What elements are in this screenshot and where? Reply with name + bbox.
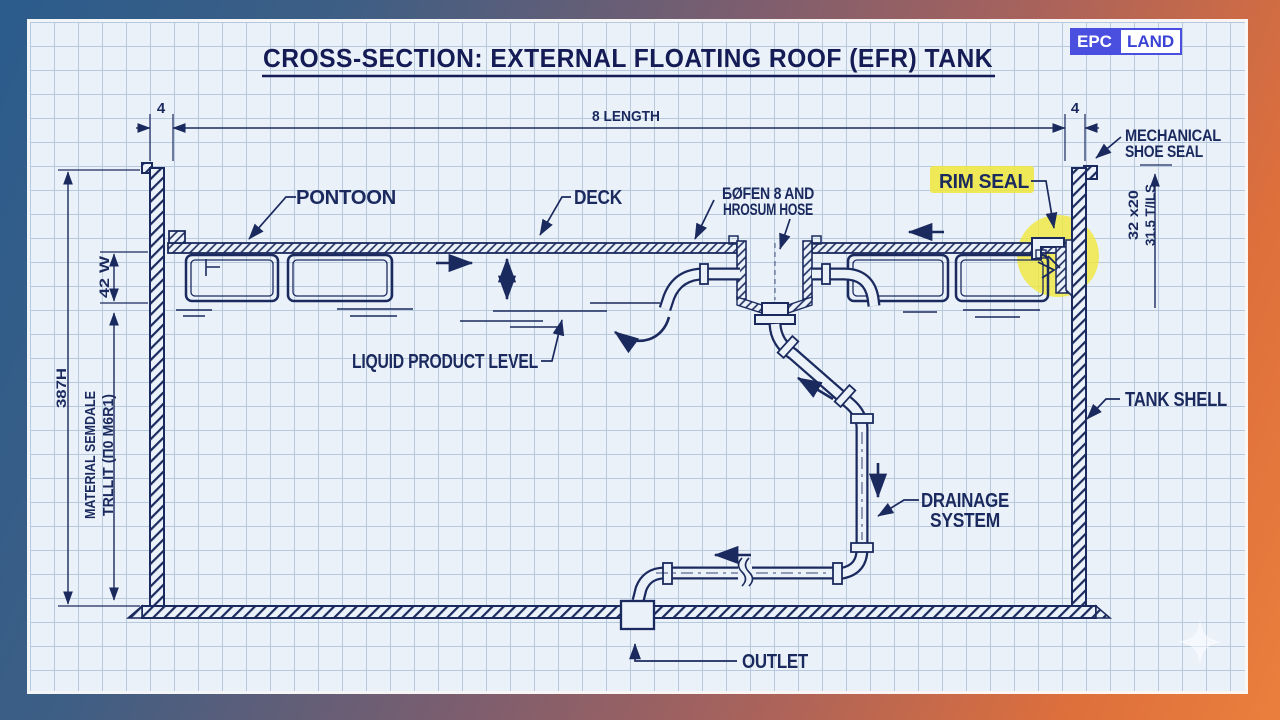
drainage-piping-drawing	[619, 263, 881, 631]
label-mech-seal-line1: MECHANICAL	[1125, 126, 1221, 145]
label-drainage-line1: DRAINAGE	[921, 490, 1009, 512]
dim-material-line2: TRLLIT (Π0 M6R1)	[100, 394, 117, 516]
label-drainage-line2: SYSTEM	[930, 510, 1000, 532]
epc-land-logo: EPC LAND	[1070, 28, 1183, 55]
sump-fitting-drawing	[728, 235, 822, 325]
label-liquid-level: LIQUID PRODUCT LEVEL	[352, 351, 538, 373]
dim-pontoon-height: 42 W	[96, 255, 112, 298]
efr-tank-diagram: CROSS-SECTION: EXTERNAL FLOATING ROOF (E…	[53, 43, 1227, 673]
dim-right-line2: 31.5 T/ILS	[1142, 184, 1158, 246]
label-deck: DECK	[574, 187, 623, 209]
logo-land: LAND	[1118, 28, 1183, 55]
dim-gap-left: 4	[157, 100, 166, 117]
label-rim-seal: RIM SEAL	[939, 171, 1029, 193]
label-tank-shell: TANK SHELL	[1125, 389, 1227, 411]
rim-seal-drawing	[1031, 237, 1073, 298]
logo-epc: EPC	[1070, 28, 1119, 55]
dimension-lines	[58, 114, 1172, 607]
floating-roof-drawing	[167, 230, 1073, 303]
dim-right-line1: 32 x20	[1125, 190, 1141, 240]
dim-gap-right: 4	[1071, 100, 1080, 117]
dim-height: 387H	[53, 368, 69, 408]
dim-material-line1: MATERIAL SEMDALE	[82, 391, 99, 519]
title-block: CROSS-SECTION: EXTERNAL FLOATING ROOF (E…	[262, 43, 995, 78]
leader-lines	[248, 136, 1122, 662]
flow-arrows	[436, 222, 944, 565]
label-outlet: OUTLET	[742, 651, 808, 673]
dim-length: 8 LENGTH	[592, 108, 660, 125]
page-title: CROSS-SECTION: EXTERNAL FLOATING ROOF (E…	[263, 43, 993, 73]
label-hose-line2: HROSUM HOSE	[723, 200, 813, 219]
blueprint-paper: CROSS-SECTION: EXTERNAL FLOATING ROOF (E…	[27, 19, 1248, 694]
tank-shell-drawing	[125, 162, 1113, 619]
label-pontoon: PONTOON	[296, 187, 396, 209]
label-hose-line1: БØFEN 8 AND	[722, 184, 814, 203]
component-labels: PONTOON DECK БØFEN 8 AND HROSUM HOSE RIM…	[296, 126, 1227, 673]
liquid-level-marks	[176, 302, 1040, 328]
label-mech-seal-line2: SHOE SEAL	[1125, 142, 1203, 161]
sparkle-watermark-icon	[1178, 620, 1222, 664]
dimension-texts: 8 LENGTH 4 4 387H 42 W MATERIAL SEMDALE …	[53, 100, 1158, 519]
